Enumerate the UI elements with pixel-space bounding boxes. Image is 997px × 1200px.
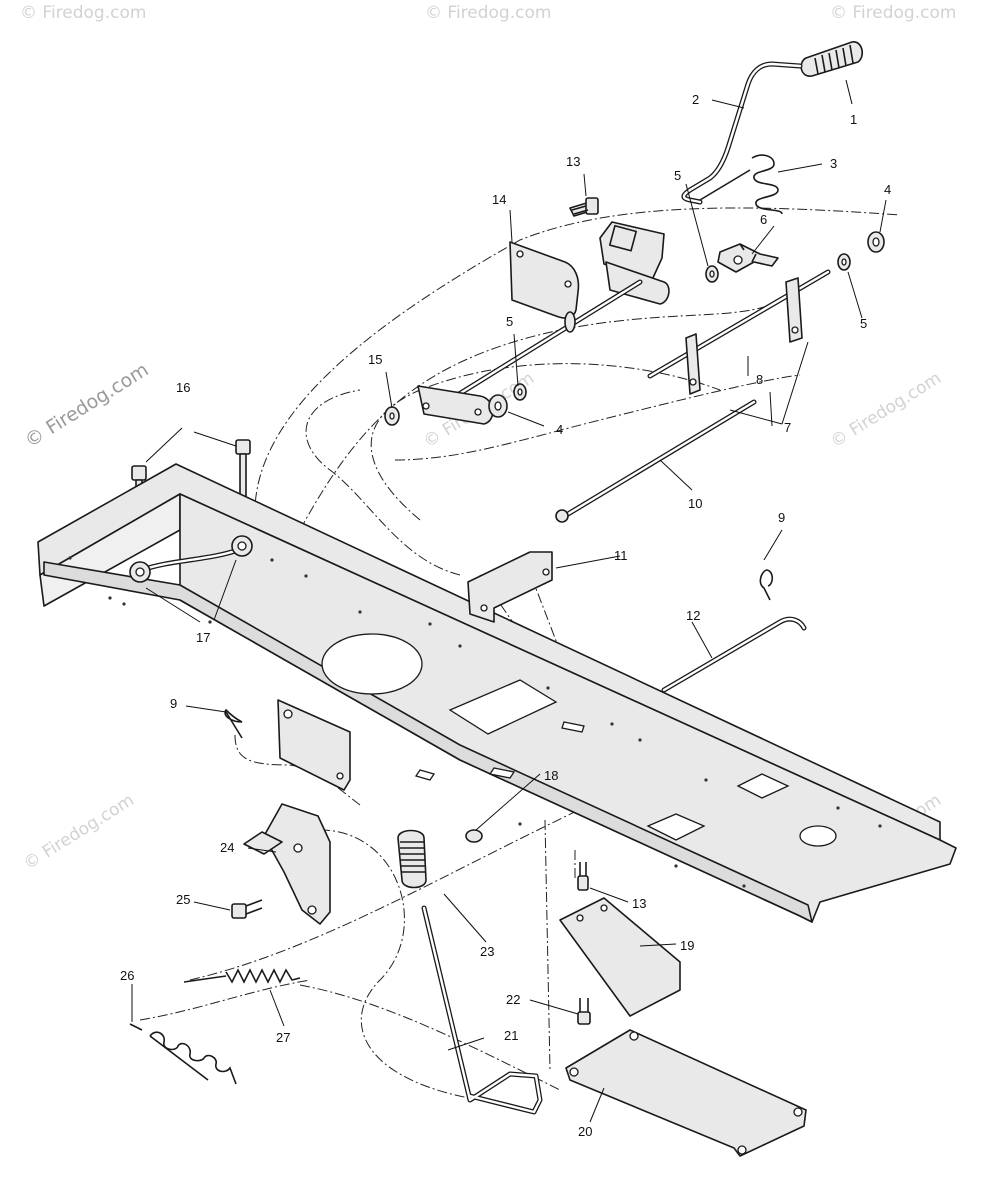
bolt-part-13-lower — [577, 862, 589, 891]
long-rod-part-10 — [555, 399, 757, 523]
callout-20: 20 — [578, 1124, 592, 1139]
callout-16: 16 — [176, 380, 190, 395]
plate-part-19 — [559, 897, 681, 1017]
leader-lines — [131, 79, 887, 1123]
callout-27: 27 — [276, 1030, 290, 1045]
callout-24: 24 — [220, 840, 234, 855]
callout-23: 23 — [480, 944, 494, 959]
spring-part-27 — [183, 968, 301, 984]
callout-9-left: 9 — [170, 696, 177, 711]
cross-shaft-part-8 — [647, 269, 831, 395]
callout-5-mid: 5 — [506, 314, 513, 329]
callouts: 1 2 3 4 4 5 5 5 6 7 7 8 9 9 10 11 12 13 … — [120, 92, 891, 1139]
bracket-part-14 — [417, 221, 670, 425]
arm-part-24 — [243, 803, 331, 925]
nut-part-18 — [465, 829, 483, 843]
hairpin-part-9-left — [224, 708, 243, 739]
callout-12: 12 — [686, 608, 700, 623]
callout-5-right: 5 — [860, 316, 867, 331]
side-bracket — [277, 699, 351, 791]
watermark-mid-right: © Firedog.com — [827, 368, 945, 452]
main-frame — [37, 463, 957, 923]
watermark-top-left: © Firedog.com — [20, 3, 146, 23]
callout-13-lower: 13 — [632, 896, 646, 911]
callout-13-top: 13 — [566, 154, 580, 169]
callout-19: 19 — [680, 938, 694, 953]
callout-9-right: 9 — [778, 510, 785, 525]
bolt-part-13-top — [569, 197, 599, 217]
callout-25: 25 — [176, 892, 190, 907]
pedal-rod-part-21 — [421, 905, 543, 1115]
frame-round-opening — [321, 633, 423, 695]
clip-part-6 — [717, 243, 779, 273]
washers — [384, 231, 885, 426]
callout-10: 10 — [688, 496, 702, 511]
lever-rod-part-2 — [681, 61, 803, 205]
plate-part-20 — [565, 1029, 807, 1157]
callout-26: 26 — [120, 968, 134, 983]
callout-17: 17 — [196, 630, 210, 645]
callout-15: 15 — [368, 352, 382, 367]
callout-5-top: 5 — [674, 168, 681, 183]
callout-18: 18 — [544, 768, 558, 783]
callout-8: 8 — [756, 372, 763, 387]
bracket-part-11 — [467, 551, 553, 623]
rod-part-12 — [661, 616, 807, 693]
grip-part-1 — [800, 41, 864, 77]
callout-14: 14 — [492, 192, 506, 207]
watermark-left-rotated: © Firedog.com — [21, 359, 152, 453]
callout-7-a: 7 — [784, 420, 791, 435]
callout-2: 2 — [692, 92, 699, 107]
watermark-top-center: © Firedog.com — [425, 3, 551, 23]
callout-3: 3 — [830, 156, 837, 171]
cable-part-17 — [129, 535, 253, 583]
grip-part-23 — [397, 829, 427, 889]
callout-21: 21 — [504, 1028, 518, 1043]
watermark-low-left: © Firedog.com — [20, 790, 138, 874]
watermark-top-right: © Firedog.com — [830, 3, 956, 23]
bolt-part-22 — [577, 998, 591, 1025]
spring-part-3 — [699, 154, 783, 215]
callout-11: 11 — [614, 548, 628, 563]
callout-4-top: 4 — [884, 182, 891, 197]
hairpin-part-9-right — [759, 569, 774, 601]
bolt-part-25 — [231, 899, 263, 919]
callout-6: 6 — [760, 212, 767, 227]
callout-22: 22 — [506, 992, 520, 1007]
spring-part-26 — [129, 1023, 237, 1085]
callout-4-mid: 4 — [556, 422, 563, 437]
callout-1: 1 — [850, 112, 857, 127]
